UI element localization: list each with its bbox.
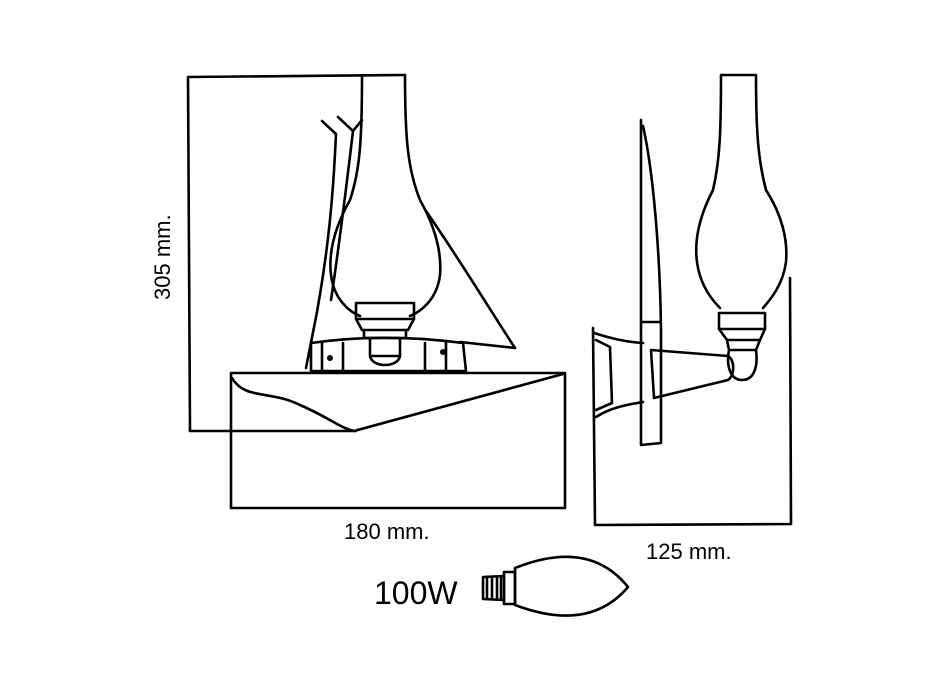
side-bulb-socket [717, 311, 767, 382]
front-view [186, 73, 567, 510]
height-dimension-label: 305 mm. [150, 214, 175, 300]
mounting-bracket [309, 336, 468, 373]
glass-chimney [329, 73, 442, 318]
side-arm [649, 348, 735, 400]
candle-bulb-icon [481, 555, 630, 617]
side-wall-mount [592, 331, 645, 419]
side-backplate [639, 118, 663, 447]
screw-right [440, 349, 446, 355]
side-view [591, 73, 793, 527]
backplate-sail [304, 115, 517, 370]
screw-left [327, 355, 333, 361]
base-flap [230, 372, 565, 433]
side-glass-chimney [695, 73, 788, 310]
width-dimension-label: 180 mm. [344, 519, 430, 544]
depth-dimension-frame [591, 276, 793, 527]
depth-dimension-label: 125 mm. [646, 539, 732, 564]
base-box [229, 371, 567, 510]
bulb-wattage-label: 100W [374, 575, 458, 611]
bulb-socket [354, 301, 416, 367]
height-dimension-frame [186, 73, 407, 433]
